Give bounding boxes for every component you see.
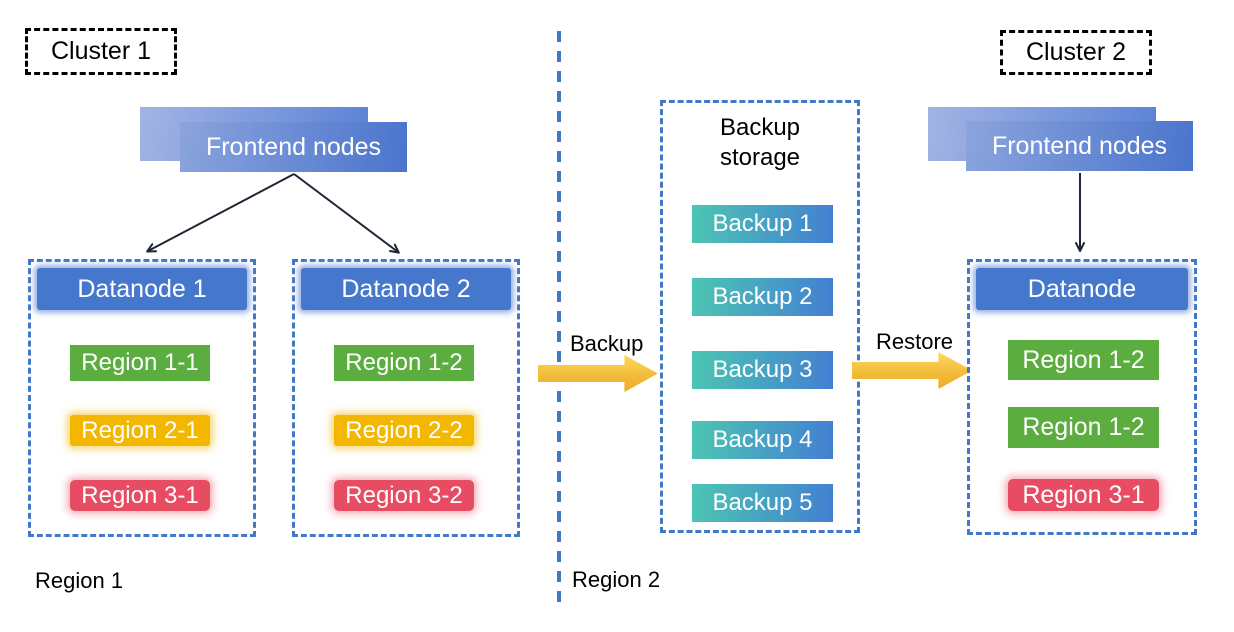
backup-item-label: Backup 4 [712,426,813,453]
cluster2-datanode-panel: Datanode Region 1-2 Region 1-2 Region 3-… [967,259,1197,535]
region-chip: Region 1-2 [1008,407,1159,448]
cluster1-label: Cluster 1 [50,37,152,65]
datanode2-panel: Datanode 2 Region 1-2 Region 2-2 Region … [292,259,520,537]
cluster2-datanode-title: Datanode [1027,274,1137,303]
region-label: Region 3-1 [1022,480,1145,509]
backup-item-label: Backup 1 [712,210,813,237]
cluster2-datanode-header: Datanode [976,268,1188,310]
zone-region1-label: Region 1 [35,568,124,593]
region-chip: Region 1-2 [1008,340,1159,380]
region-chip: Region 3-1 [1008,479,1159,511]
cluster2-label: Cluster 2 [1025,38,1127,66]
backup-item: Backup 1 [692,205,833,243]
backup-flow-arrow-icon [538,355,658,392]
cluster2-label-box: Cluster 2 [1000,30,1152,75]
region-label: Region 1-2 [345,349,463,376]
cluster2-frontend-label: Frontend nodes [991,131,1168,160]
cluster1-frontend-label: Frontend nodes [205,132,382,161]
region-chip: Region 2-2 [334,415,474,446]
region-chip: Region 1-2 [334,345,474,381]
region-chip: Region 3-1 [70,480,210,511]
backup-item: Backup 4 [692,421,833,459]
region-chip: Region 2-1 [70,415,210,446]
region-chip: Region 3-2 [334,480,474,511]
region-label: Region 2-2 [345,416,463,444]
datanode2-header: Datanode 2 [301,268,511,310]
backup-item: Backup 2 [692,278,833,316]
region-label: Region 1-1 [81,349,199,376]
backup-item: Backup 3 [692,351,833,389]
datanode1-panel: Datanode 1 Region 1-1 Region 2-1 Region … [28,259,256,537]
backup-item: Backup 5 [692,484,833,522]
backup-item-label: Backup 3 [712,356,813,383]
region-label: Region 1-2 [1022,345,1145,374]
cluster2-frontend-node: Frontend nodes [966,121,1193,171]
region-label: Region 3-2 [345,481,463,509]
datanode1-title: Datanode 1 [77,274,207,303]
region-divider-line [557,31,561,602]
frontend-to-datanode2-arrow-icon [293,173,400,254]
backup-item-label: Backup 5 [712,489,813,516]
zone-region2-label: Region 2 [572,567,661,592]
frontend-to-datanode1-arrow-icon [146,173,295,253]
backup-item-label: Backup 2 [712,283,813,310]
restore-flow-label: Restore [876,329,954,354]
cluster1-label-box: Cluster 1 [25,28,177,75]
region-chip: Region 1-1 [70,345,210,381]
region-label: Region 3-1 [81,481,199,509]
datanode1-header: Datanode 1 [37,268,247,310]
restore-flow-arrow-icon [852,352,972,389]
cluster1-frontend-node: Frontend nodes [180,122,407,172]
region-label: Region 1-2 [1022,413,1145,441]
datanode2-title: Datanode 2 [341,274,471,303]
backup-storage-title: Backup storage [719,114,801,171]
backup-flow-label: Backup [570,331,644,356]
region-label: Region 2-1 [81,416,199,444]
backup-storage-panel: Backup storage Backup 1 Backup 2 Backup … [660,100,860,533]
